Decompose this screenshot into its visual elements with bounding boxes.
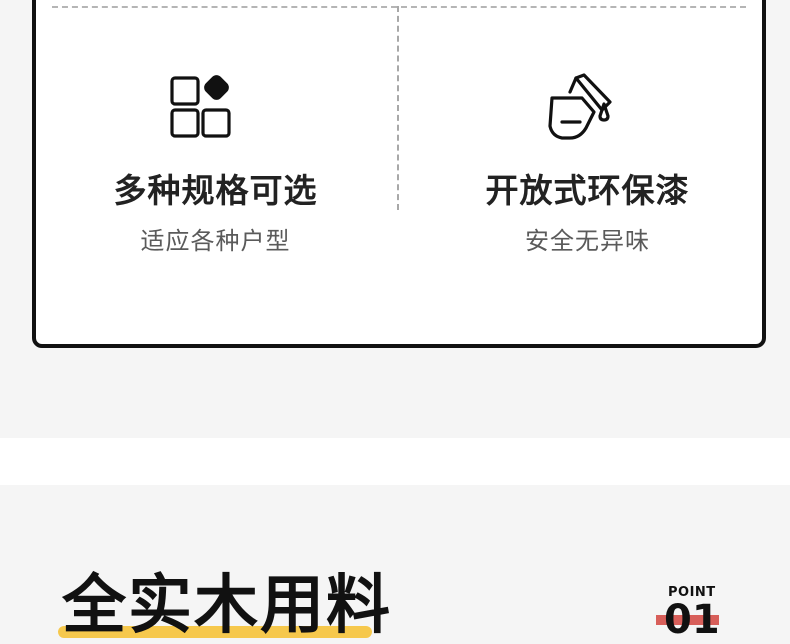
paint-bucket-icon: [542, 72, 614, 144]
title-highlight: [58, 626, 372, 638]
feature-sizes: 多种规格可选 适应各种户型: [36, 0, 399, 284]
vertical-dashed-divider: [397, 6, 399, 210]
top-dashed-divider: [52, 6, 746, 8]
grid-shapes-icon: [164, 72, 236, 144]
feature-title: 多种规格可选: [113, 171, 318, 210]
separator-band: [0, 438, 790, 485]
feature-card: 多种规格可选 适应各种户型 开放式环保漆 安全无异味: [32, 0, 766, 348]
feature-paint: 开放式环保漆 安全无异味: [399, 0, 762, 284]
point-highlight-bar: [656, 615, 719, 625]
feature-subtitle: 安全无异味: [525, 227, 650, 255]
point-number: 01: [664, 597, 720, 643]
point-label: POINT: [668, 585, 716, 600]
feature-subtitle: 适应各种户型: [140, 227, 291, 255]
section-title: 全实木用料: [62, 569, 392, 643]
feature-title: 开放式环保漆: [485, 171, 690, 210]
